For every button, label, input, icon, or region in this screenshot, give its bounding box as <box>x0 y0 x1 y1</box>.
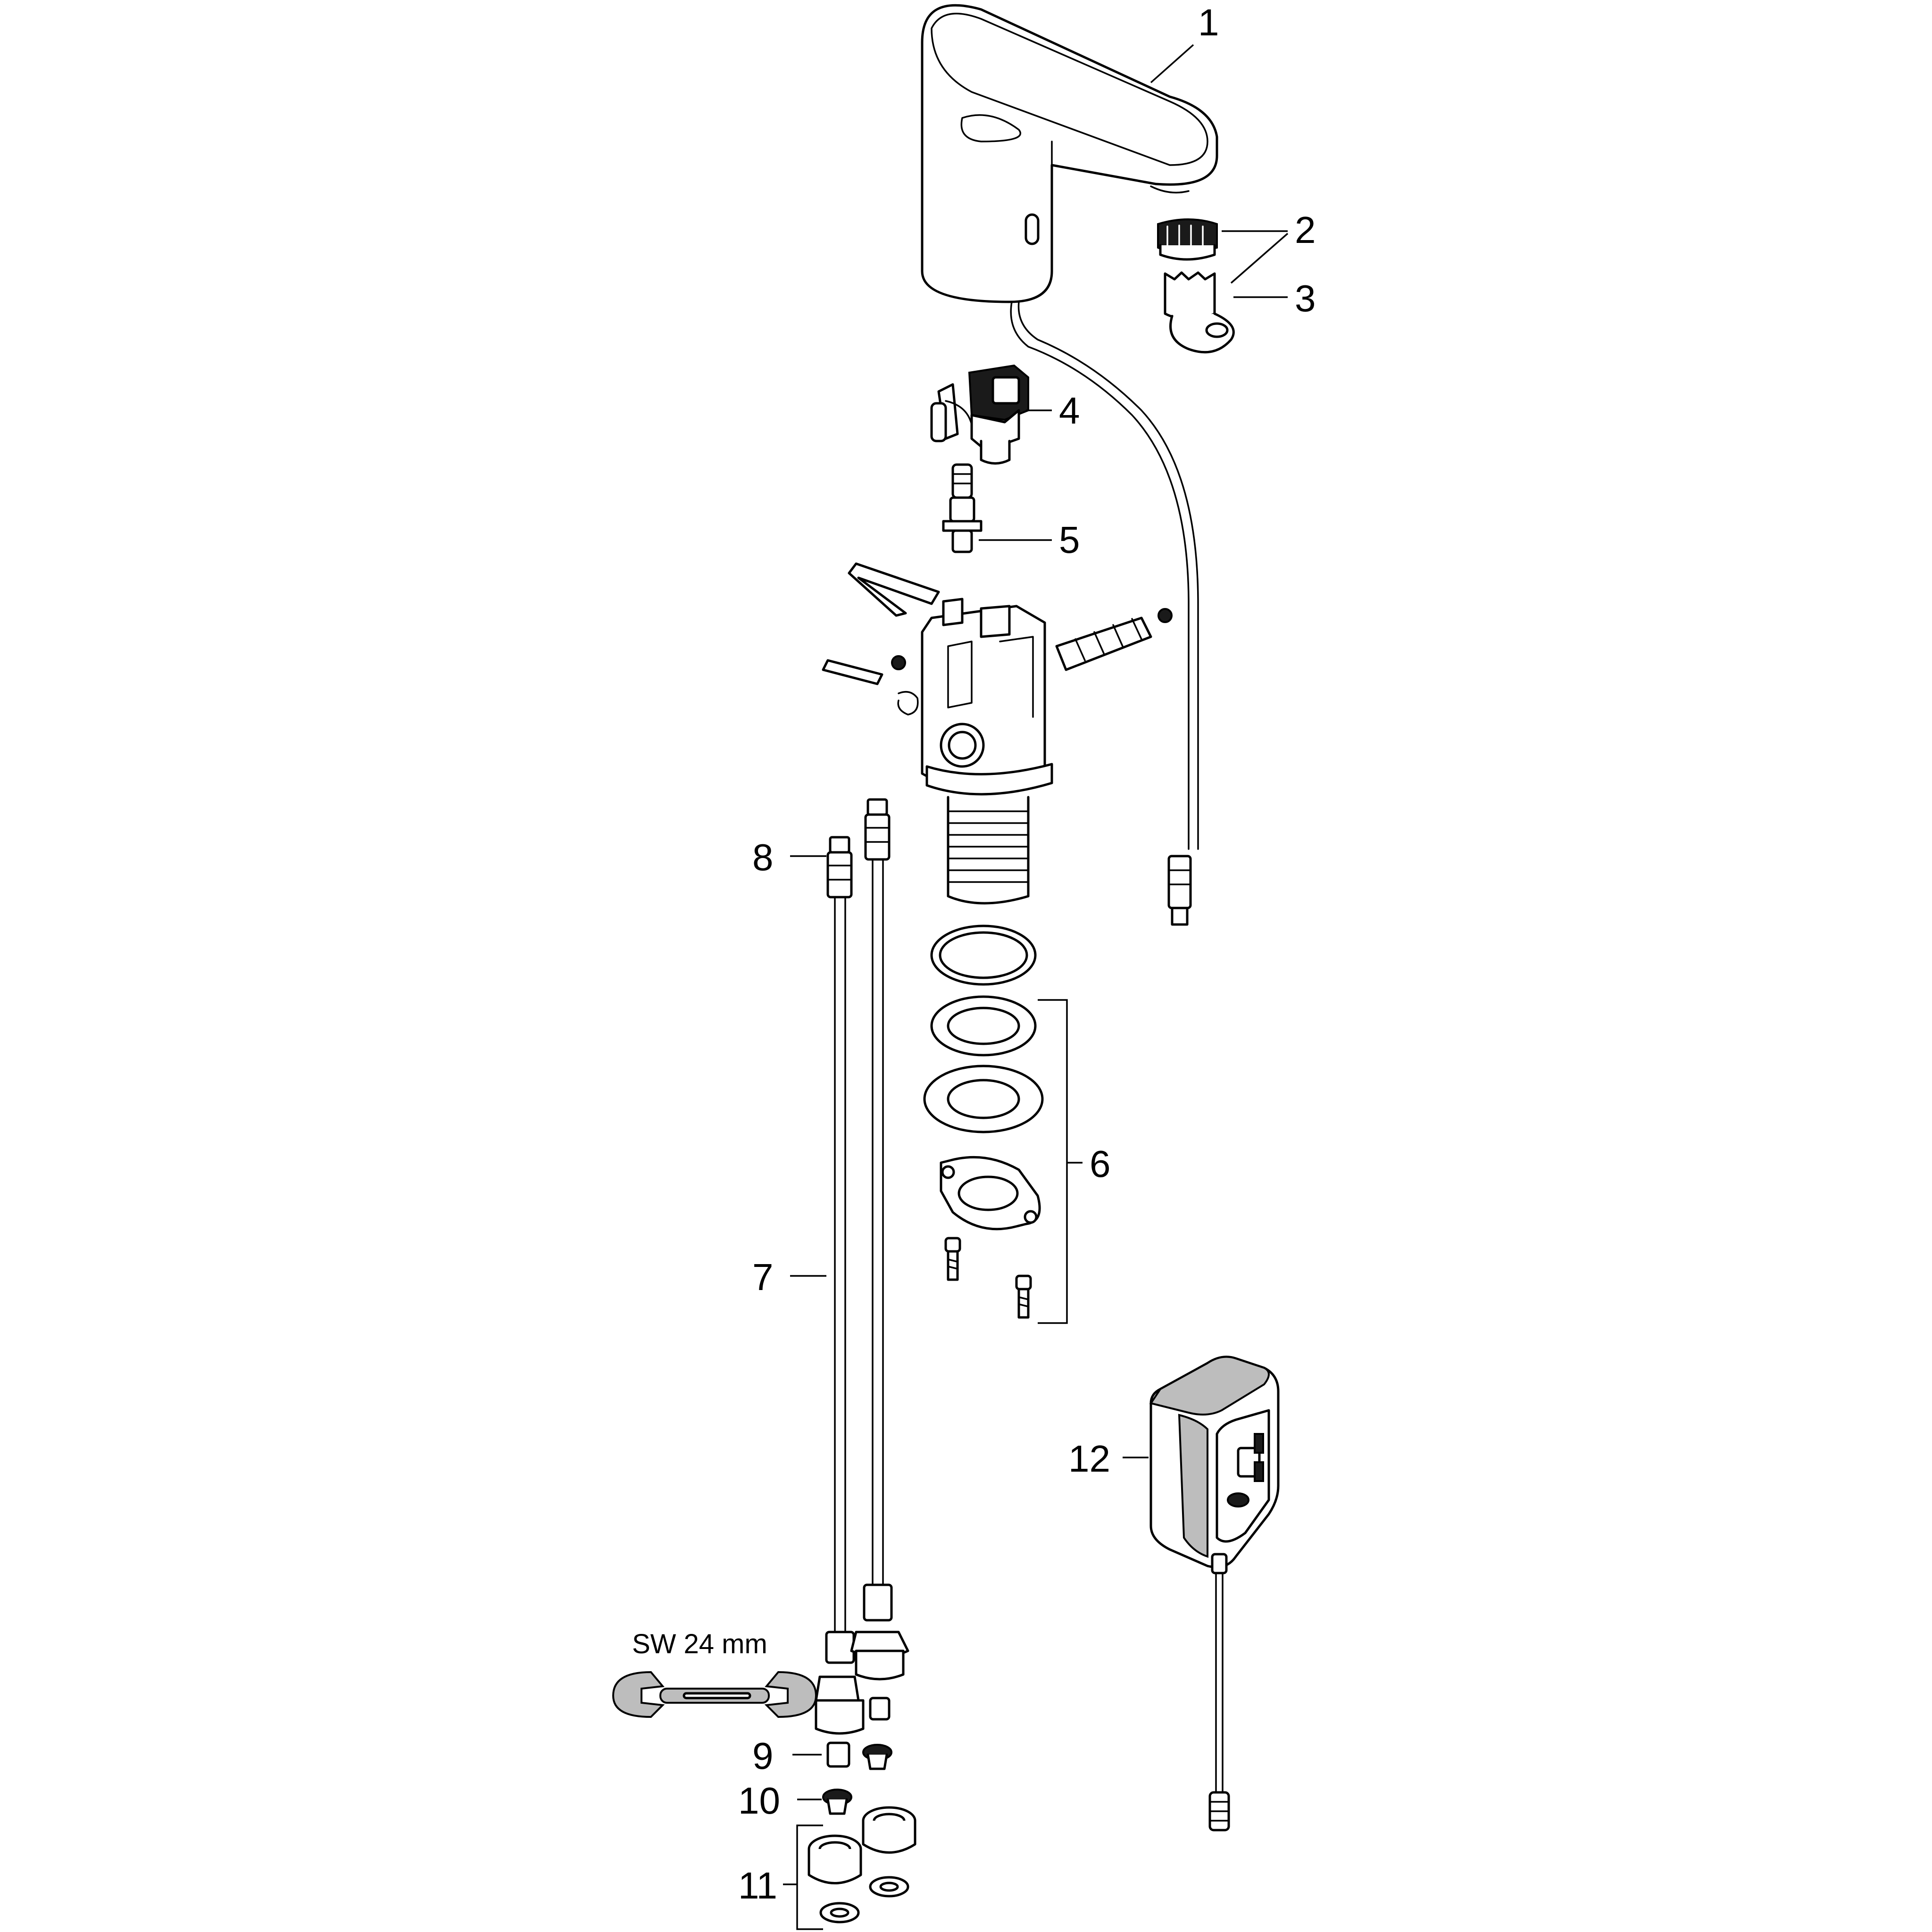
power-adapter <box>1149 1356 1280 1832</box>
adapter-set <box>808 1806 916 1924</box>
callout-5: 5 <box>1059 519 1080 561</box>
callout-10: 10 <box>738 1780 780 1822</box>
callout-1: 1 <box>1198 1 1219 43</box>
solenoid-valve <box>930 364 1029 465</box>
sieve-seal <box>822 1789 852 1815</box>
callout-8: 8 <box>752 836 774 878</box>
thread-lines <box>948 810 1028 883</box>
screw-2 <box>1015 1274 1032 1319</box>
supply-hose-right <box>850 798 909 1681</box>
faucet-spout <box>921 4 1218 926</box>
wrench-label: SW 24 mm <box>632 1629 767 1659</box>
callout-11: 11 <box>738 1865 777 1907</box>
callout-2: 2 <box>1295 209 1316 251</box>
cartridge-connector <box>942 463 983 553</box>
callout-6: 6 <box>1090 1143 1111 1185</box>
callout-4: 4 <box>1059 390 1080 432</box>
callout-7: 7 <box>752 1256 774 1298</box>
leader-2b <box>1230 233 1289 284</box>
bracket-6 <box>1038 999 1068 1324</box>
aerator-key <box>1164 271 1235 354</box>
wrench <box>612 1671 817 1718</box>
callout-3: 3 <box>1295 277 1316 319</box>
aerator <box>1157 218 1218 261</box>
callout-12: 12 <box>1068 1438 1110 1480</box>
leader-1 <box>1150 44 1194 83</box>
supply-hose-left <box>815 836 865 1735</box>
bracket-11 <box>796 1824 823 1930</box>
mounting-set <box>923 924 1044 1319</box>
screw-1 <box>944 1237 961 1281</box>
valve-body <box>822 562 1173 905</box>
check-valve <box>826 1697 892 1770</box>
callout-9: 9 <box>752 1735 774 1777</box>
